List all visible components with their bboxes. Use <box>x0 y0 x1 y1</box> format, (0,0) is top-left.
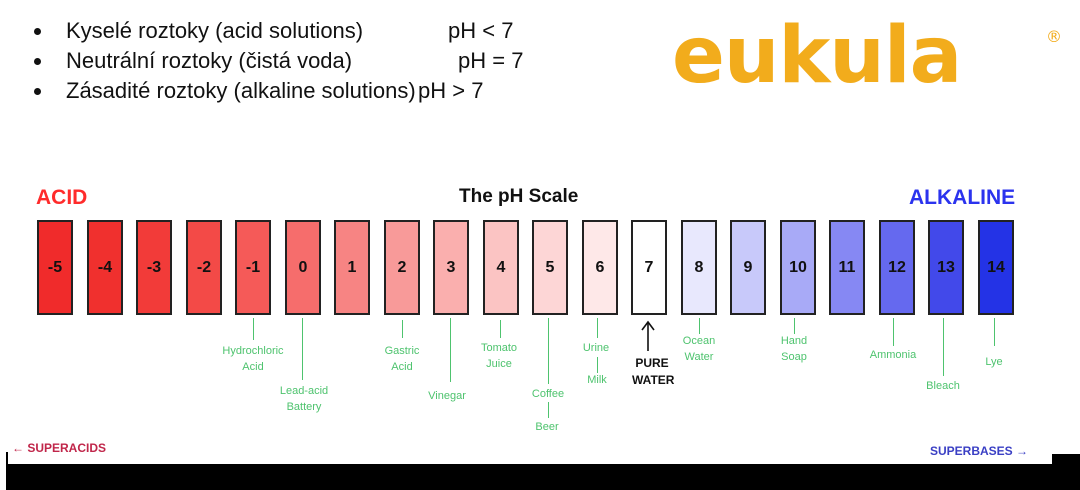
ph-box-9: 9 <box>730 220 766 315</box>
ph-box-1: 1 <box>334 220 370 315</box>
bullet-ph: pH < 7 <box>448 18 514 43</box>
example-bleach: Bleach <box>926 380 960 392</box>
connector-line <box>597 357 598 373</box>
logo-wordmark: eukula <box>672 14 961 94</box>
ph-box-6: 6 <box>582 220 618 315</box>
connector-line <box>302 318 303 380</box>
eukula-logo: eukula ® <box>672 14 1062 94</box>
ph-box-8: 8 <box>681 220 717 315</box>
bullet-ph: pH > 7 <box>418 78 484 103</box>
example-gastric-acid: Gastric Acid <box>384 345 420 373</box>
ph-box-2: 2 <box>384 220 420 315</box>
ph-box-10: 10 <box>780 220 816 315</box>
example-ammonia: Ammonia <box>869 349 917 361</box>
example-milk: Milk <box>587 374 607 386</box>
connector-line <box>699 318 700 334</box>
acid-label: ACID <box>36 186 88 209</box>
connector-line <box>450 318 451 382</box>
connector-line <box>500 320 501 338</box>
ph-box-0: 0 <box>285 220 321 315</box>
baseline-tick <box>6 452 8 466</box>
bullet-dot-icon <box>34 58 41 65</box>
baseline-step <box>1052 454 1080 466</box>
example-hand-soap: Hand Soap <box>780 335 808 363</box>
connector-line <box>943 318 944 376</box>
ph-box-5: 5 <box>532 220 568 315</box>
bullet-dot-icon <box>34 28 41 35</box>
bullet-dot-icon <box>34 88 41 95</box>
example-urine: Urine <box>582 342 610 354</box>
connector-line <box>893 318 894 346</box>
example-coffee: Coffee <box>531 388 565 400</box>
connector-line <box>253 318 254 340</box>
pure-water-label: PURE WATER <box>632 356 675 387</box>
bullet-ph: pH = 7 <box>458 48 524 73</box>
example-beer: Beer <box>535 421 559 433</box>
connector-line <box>994 318 995 346</box>
ph-box-3: 3 <box>433 220 469 315</box>
bullet-text: Neutrální roztoky (čistá voda) <box>66 48 353 73</box>
example-lye: Lye <box>985 356 1003 368</box>
ph-box-14: 14 <box>978 220 1014 315</box>
ph-box--3: -3 <box>136 220 172 315</box>
connector-line <box>794 318 795 334</box>
registered-mark: ® <box>1046 27 1062 46</box>
example-lead-acid-battery: Lead-acid Battery <box>279 385 329 413</box>
example-ocean-water: Ocean Water <box>682 335 716 363</box>
ph-box--1: -1 <box>235 220 271 315</box>
ph-box-11: 11 <box>829 220 865 315</box>
baseline-bar <box>6 464 1080 490</box>
alkaline-label: ALKALINE <box>909 186 1016 209</box>
ph-box--2: -2 <box>186 220 222 315</box>
example-vinegar: Vinegar <box>428 390 466 402</box>
superbases-label: SUPERBASES → <box>930 444 1029 458</box>
bullet-text: Zásadité roztoky (alkaline solutions) <box>66 78 416 103</box>
connector-line <box>548 402 549 418</box>
ph-box--5: -5 <box>37 220 73 315</box>
connector-line <box>402 320 403 338</box>
connector-line <box>597 318 598 338</box>
ph-box-13: 13 <box>928 220 964 315</box>
superacids-label: ← SUPERACIDS <box>12 441 107 455</box>
example-tomato-juice: Tomato Juice <box>480 342 518 370</box>
connector-line <box>548 318 549 384</box>
example-hydrochloric-acid: Hydrochloric Acid <box>222 345 284 373</box>
ph-box-7: 7 <box>631 220 667 315</box>
ph-box--4: -4 <box>87 220 123 315</box>
scale-title: The pH Scale <box>459 186 579 207</box>
ph-box-4: 4 <box>483 220 519 315</box>
up-arrow-icon <box>641 320 655 351</box>
bullet-text: Kyselé roztoky (acid solutions) <box>66 18 364 43</box>
ph-box-12: 12 <box>879 220 915 315</box>
